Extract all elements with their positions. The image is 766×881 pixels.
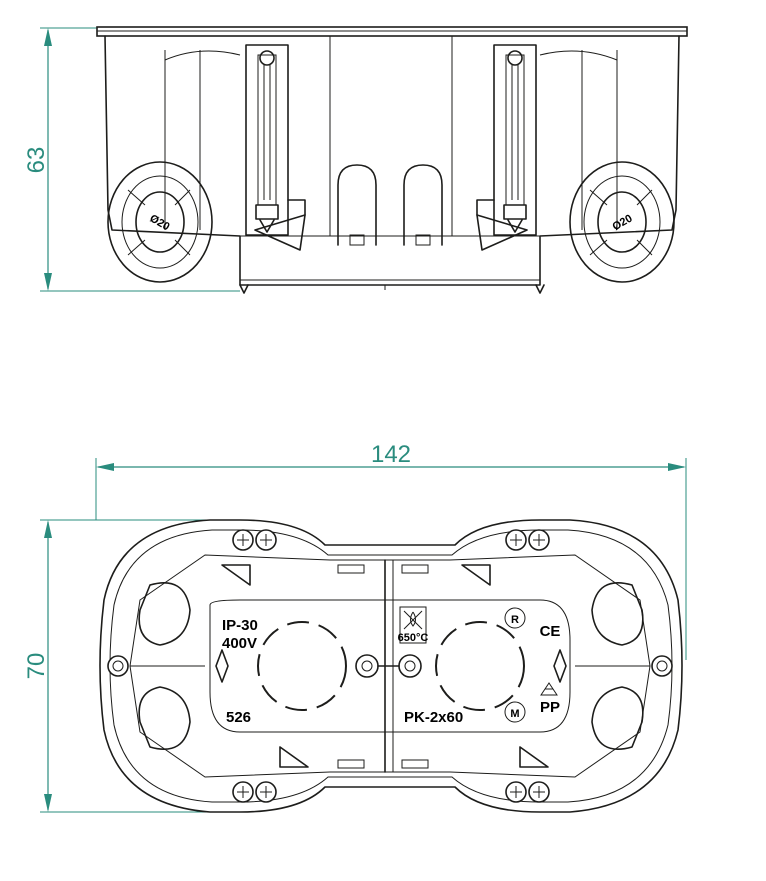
mark-ce: CE [540,623,561,640]
material-label: PP [540,699,560,716]
side-view: 63 [23,26,688,294]
knockout-left [257,621,347,711]
center-latches [337,164,443,246]
mark-m: M [510,708,519,720]
model-name: PK-2x60 [404,709,463,726]
top-height-label: 70 [23,653,50,680]
top-width-label: 142 [371,441,411,468]
entry-left-label: Ø20 [147,212,171,233]
screw-tower-left [245,44,306,251]
cable-entry-right: Ø20 [569,161,675,283]
box-outline [99,519,683,813]
svg-text:650°C: 650°C [398,632,429,644]
screw-tower-right [476,44,537,251]
rating-line2: 400V [222,635,257,652]
screw-pair-top-right [505,529,550,551]
side-knockouts [138,582,644,750]
screw-pair-bottom-left [232,781,277,803]
entry-right-label: Ø20 [610,212,634,233]
top-view: 142 70 [23,441,687,813]
screw-pair-top-left [232,529,277,551]
knockout-right [435,621,525,711]
fire-resistance-mark: 650°C [398,606,429,644]
side-boss-left [107,655,129,677]
rating-line1: IP-30 [222,617,258,634]
side-boss-right [651,655,673,677]
top-width-dimension: 142 [95,441,687,660]
mark-m-circle [504,701,526,723]
side-height-label: 63 [23,147,50,174]
part-number: 526 [226,709,251,726]
cable-entry-left: Ø20 [107,161,213,283]
top-height-dimension: 70 [23,519,220,813]
screw-pair-bottom-right [505,781,550,803]
side-height-dimension: 63 [23,27,240,292]
recycle-icon [540,682,558,696]
mark-r-circle [504,607,526,629]
mark-r: R [511,614,519,626]
